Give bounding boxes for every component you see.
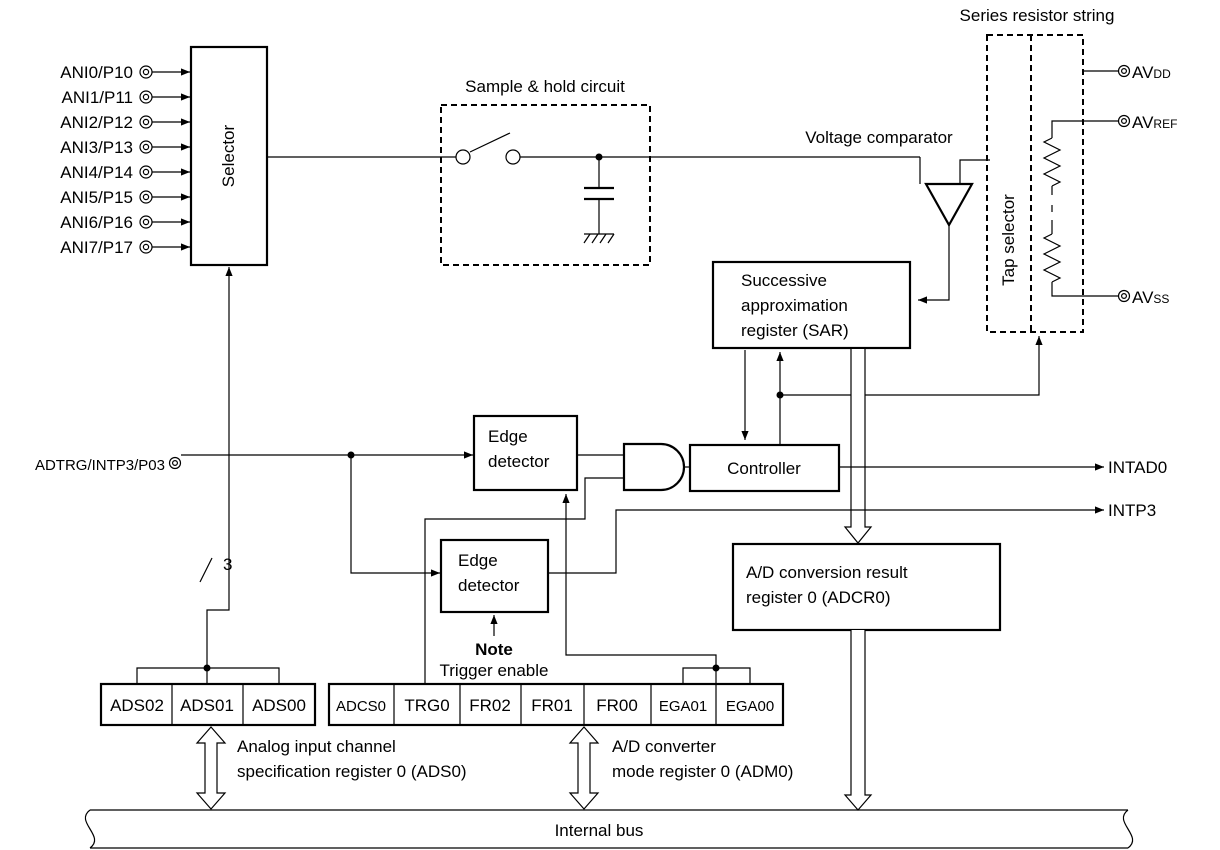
internal-bus bbox=[84, 809, 1134, 849]
input-terminals bbox=[139, 65, 153, 254]
sar-label-line1: Successive bbox=[741, 271, 827, 290]
avref-label: AVREF bbox=[1132, 113, 1177, 132]
adm0-label-line2: mode register 0 (ADM0) bbox=[612, 762, 793, 781]
adm0-bit-ega01: EGA01 bbox=[659, 698, 707, 715]
ads0-bit-ads02: ADS02 bbox=[110, 696, 164, 715]
ads0-label-line1: Analog input channel bbox=[237, 737, 396, 756]
input-label-ani6: ANI6/P16 bbox=[60, 213, 133, 232]
voltage-comparator bbox=[918, 157, 990, 304]
selector-block bbox=[189, 45, 269, 267]
edge-detector-1-label-line2: detector bbox=[488, 452, 550, 471]
edge-detector-2-block bbox=[439, 538, 550, 614]
analog-inputs: ANI0/P10 ANI1/P11 ANI2/P12 ANI3/P13 ANI4… bbox=[60, 63, 190, 257]
adtrg-label: ADTRG/INTP3/P03 bbox=[35, 457, 165, 474]
ads0-label-line2: specification register 0 (ADS0) bbox=[237, 762, 467, 781]
ads0-register-block bbox=[99, 682, 317, 727]
controller-label: Controller bbox=[727, 459, 801, 478]
bus-width-label: 3 bbox=[223, 555, 232, 574]
adm0-control-lines bbox=[424, 477, 751, 683]
adcr-to-internal-bus bbox=[843, 630, 873, 811]
ads0-bit-ads00: ADS00 bbox=[252, 696, 306, 715]
avss-label: AVSS bbox=[1132, 288, 1169, 307]
voltage-comparator-label: Voltage comparator bbox=[805, 128, 953, 147]
input-label-ani4: ANI4/P14 bbox=[60, 163, 133, 182]
resistor-string bbox=[1042, 70, 1124, 297]
sar-label-line2: approximation bbox=[741, 296, 848, 315]
adcr0-label-line2: register 0 (ADCR0) bbox=[746, 588, 891, 607]
sar-controller-links bbox=[741, 336, 1043, 445]
intp3-label: INTP3 bbox=[1108, 501, 1156, 520]
adm0-bit-fr02: FR02 bbox=[469, 696, 511, 715]
sar-block bbox=[711, 260, 912, 350]
input-arrows bbox=[152, 68, 190, 251]
input-label-ani5: ANI5/P15 bbox=[60, 188, 133, 207]
internal-bus-label: Internal bus bbox=[555, 821, 644, 840]
input-label-ani3: ANI3/P13 bbox=[60, 138, 133, 157]
adm0-bus-arrow bbox=[568, 726, 600, 810]
input-label-ani0: ANI0/P10 bbox=[60, 63, 133, 82]
edge-detector-1-block bbox=[472, 414, 579, 492]
adm0-bit-fr00: FR00 bbox=[596, 696, 638, 715]
series-resistor-label: Series resistor string bbox=[960, 6, 1115, 25]
interrupt-outputs bbox=[548, 463, 1104, 574]
channel-select-path bbox=[136, 267, 280, 683]
intad0-label: INTAD0 bbox=[1108, 458, 1167, 477]
edge-detector-1-label-line1: Edge bbox=[488, 427, 528, 446]
adcr0-label-line1: A/D conversion result bbox=[746, 563, 908, 582]
ads0-bit-ads01: ADS01 bbox=[180, 696, 234, 715]
and-gate bbox=[622, 442, 686, 492]
adm0-bit-adcs0: ADCS0 bbox=[336, 698, 386, 715]
avdd-label: AVDD bbox=[1132, 63, 1171, 82]
adm0-label-line1: A/D converter bbox=[612, 737, 716, 756]
edge-detector-2-label-line1: Edge bbox=[458, 551, 498, 570]
adm0-bit-ega00: EGA00 bbox=[726, 698, 774, 715]
ads0-register: ADS02 ADS01 ADS00 bbox=[99, 682, 317, 727]
adm0-bit-fr01: FR01 bbox=[531, 696, 573, 715]
input-label-ani1: ANI1/P11 bbox=[61, 88, 133, 107]
adtrg-wiring bbox=[181, 451, 473, 577]
input-label-ani7: ANI7/P17 bbox=[60, 238, 133, 257]
controller-block bbox=[688, 443, 841, 493]
supply-terminals bbox=[1117, 64, 1131, 303]
sar-to-adcr-bus bbox=[843, 349, 873, 544]
selector-label: Selector bbox=[219, 124, 238, 187]
series-resistor-block bbox=[986, 34, 1084, 333]
input-label-ani2: ANI2/P12 bbox=[60, 113, 133, 132]
trigger-enable-label: Trigger enable bbox=[440, 661, 549, 680]
sample-hold-circuit bbox=[268, 132, 920, 244]
note-label: Note bbox=[475, 640, 513, 659]
adm0-register: ADCS0 TRG0 FR02 FR01 FR00 EGA01 EGA00 bbox=[327, 682, 785, 727]
adm0-bit-trg0: TRG0 bbox=[404, 696, 449, 715]
sample-hold-block bbox=[440, 104, 651, 266]
ads0-bus-arrow bbox=[195, 726, 227, 810]
adm0-register-block bbox=[327, 682, 785, 727]
sample-hold-label: Sample & hold circuit bbox=[465, 77, 625, 96]
edge-detector-2-label-line2: detector bbox=[458, 576, 520, 595]
adcr0-block bbox=[731, 542, 1002, 632]
sar-label-line3: register (SAR) bbox=[741, 321, 849, 340]
tap-selector-label: Tap selector bbox=[999, 194, 1018, 286]
